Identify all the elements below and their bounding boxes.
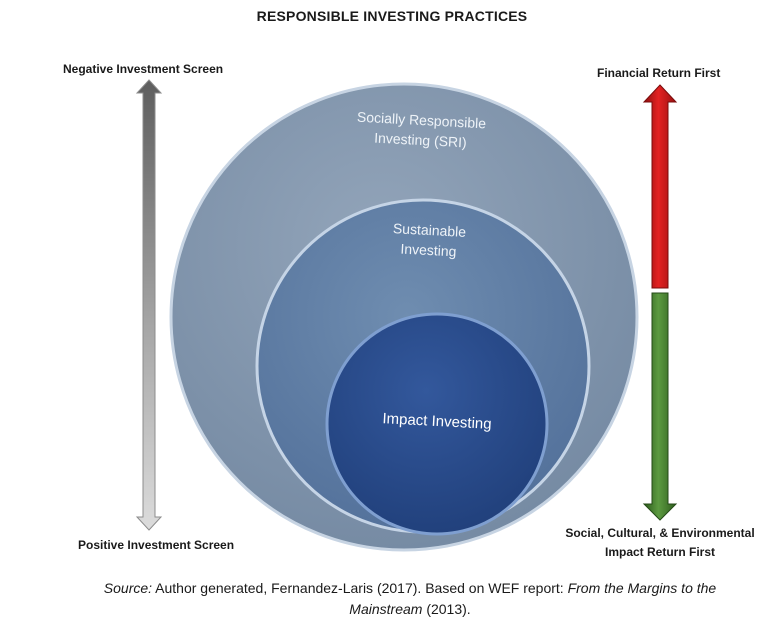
left-scale-bottom-label: Positive Investment Screen: [78, 538, 235, 552]
diagram-title: RESPONSIBLE INVESTING PRACTICES: [256, 8, 528, 24]
left-scale-arrow: [135, 79, 163, 531]
source-prefix: Source:: [103, 580, 153, 596]
source-caption: Source: Author generated, Fernandez-Lari…: [60, 578, 760, 620]
source-year: (2013).: [422, 601, 471, 617]
right-scale-arrow-down: [642, 292, 678, 521]
report-title-part1: From the Margins to the: [567, 580, 717, 596]
right-scale-arrow-up: [642, 84, 678, 289]
right-scale-bottom-label-line1: Social, Cultural, & Environmental: [565, 526, 755, 540]
middle-circle-label: Sustainable Investing: [353, 216, 505, 264]
source-text: Author generated, Fernandez-Laris (2017)…: [152, 580, 568, 596]
report-title-part2: Mainstream: [349, 601, 423, 617]
inner-circle-impact: [325, 312, 549, 536]
right-scale-bottom-label-line2: Impact Return First: [604, 545, 715, 559]
left-scale-top-label: Negative Investment Screen: [63, 62, 224, 76]
right-scale-top-label: Financial Return First: [597, 66, 721, 80]
right-scale-bottom-label: Social, Cultural, & Environmental Impact…: [555, 524, 765, 562]
